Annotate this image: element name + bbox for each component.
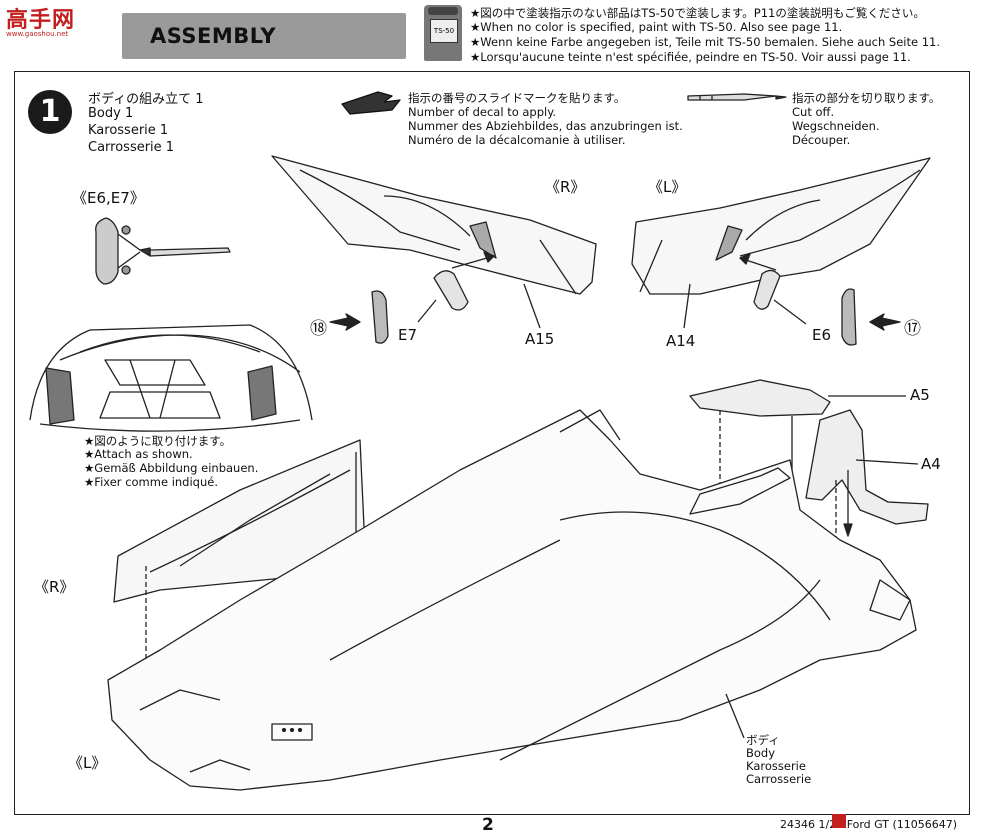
decal-legend-de: Nummer des Abziehbildes, das anzubringen…	[408, 119, 683, 133]
footer-brand-mark	[832, 814, 846, 828]
body-shell	[107, 409, 917, 791]
body-label-de: Karosserie	[746, 759, 806, 773]
body-leader	[725, 693, 745, 739]
e6-piece	[753, 269, 781, 310]
step-title-jp: ボディの組み立て 1	[88, 92, 204, 107]
step-title-en: Body 1	[88, 106, 134, 121]
attach-note-de: ★Gemäß Abbildung einbauen.	[84, 461, 259, 475]
decal-17-marker: ⑰	[904, 319, 921, 339]
paint-can-label: TS-50	[430, 19, 458, 43]
step-title-fr: Carrosserie 1	[88, 140, 175, 155]
label-a4: A4	[921, 455, 941, 473]
a5-part	[689, 379, 831, 417]
decal-legend-fr: Numéro de la décalcomanie à utiliser.	[408, 133, 626, 147]
paint-note-fr: ★Lorsqu'aucune teinte n'est spécifiée, p…	[470, 50, 911, 64]
decal-17-part	[841, 288, 857, 346]
step-title-de: Karosserie 1	[88, 123, 169, 138]
body-label-fr: Carrosserie	[746, 772, 812, 786]
label-right-top: 《R》	[545, 178, 586, 196]
decal-18-part	[371, 290, 389, 344]
paint-note-en: ★When no color is specified, paint with …	[470, 20, 843, 34]
a15-side-panel	[271, 155, 597, 295]
cut-legend-jp: 指示の部分を切り取ります。	[792, 91, 941, 105]
a14-side-panel	[631, 157, 931, 295]
attach-note-en: ★Attach as shown.	[84, 447, 193, 461]
cut-legend-fr: Découper.	[792, 133, 851, 147]
assembly-banner	[122, 13, 406, 59]
label-e7: E7	[398, 326, 418, 344]
hobby-knife-icon	[687, 93, 787, 101]
car-rear-inset	[29, 324, 313, 432]
a14-leader	[683, 283, 691, 329]
e6-e7-detail	[95, 217, 231, 285]
step-number-badge: 1	[28, 90, 72, 134]
body-label-jp: ボディ	[746, 733, 780, 747]
label-right-side: 《R》	[34, 578, 75, 596]
a15-leader	[523, 283, 541, 329]
label-e6-e7: 《E6,E7》	[72, 189, 145, 207]
label-a15: A15	[525, 330, 555, 348]
decal-17-arrow	[869, 313, 901, 331]
e6-leader	[773, 299, 807, 325]
decal-18-arrow	[329, 313, 361, 331]
step-frame	[14, 71, 970, 815]
label-a5: A5	[910, 386, 930, 404]
e7-piece	[433, 270, 469, 311]
e7-leader	[417, 299, 437, 323]
a4-part	[805, 409, 929, 525]
decal-legend-en: Number of decal to apply.	[408, 105, 557, 119]
body-label-en: Body	[746, 746, 776, 760]
page-number: 2	[482, 815, 494, 835]
decal-18-marker: ⑱	[310, 319, 327, 339]
footer-product-code: 24346 1/24 Ford GT (11056647)	[780, 818, 958, 831]
paint-can-cap	[428, 7, 458, 15]
attach-note-jp: ★図のように取り付けます。	[84, 434, 232, 448]
assembly-title: ASSEMBLY	[150, 24, 277, 48]
cut-legend-de: Wegschneiden.	[792, 119, 880, 133]
label-a14: A14	[666, 332, 696, 350]
cut-legend-en: Cut off.	[792, 105, 835, 119]
paint-note-de: ★Wenn keine Farbe angegeben ist, Teile m…	[470, 35, 941, 49]
label-left-side: 《L》	[68, 754, 107, 772]
paint-note-jp: ★図の中で塗装指示のない部品はTS-50で塗装します。P11の塗装説明もご覧くだ…	[470, 6, 925, 20]
watermark-url: www.gaoshou.net	[6, 30, 69, 38]
watermark-logo: 高手网	[6, 8, 76, 33]
paint-can-icon: TS-50	[424, 5, 462, 61]
attach-note-fr: ★Fixer comme indiqué.	[84, 475, 218, 489]
label-e6: E6	[812, 326, 832, 344]
decal-slide-icon	[341, 91, 401, 115]
label-left-top: 《L》	[648, 178, 687, 196]
a4-leader	[855, 459, 919, 465]
decal-legend-jp: 指示の番号のスライドマークを貼ります。	[408, 91, 626, 105]
